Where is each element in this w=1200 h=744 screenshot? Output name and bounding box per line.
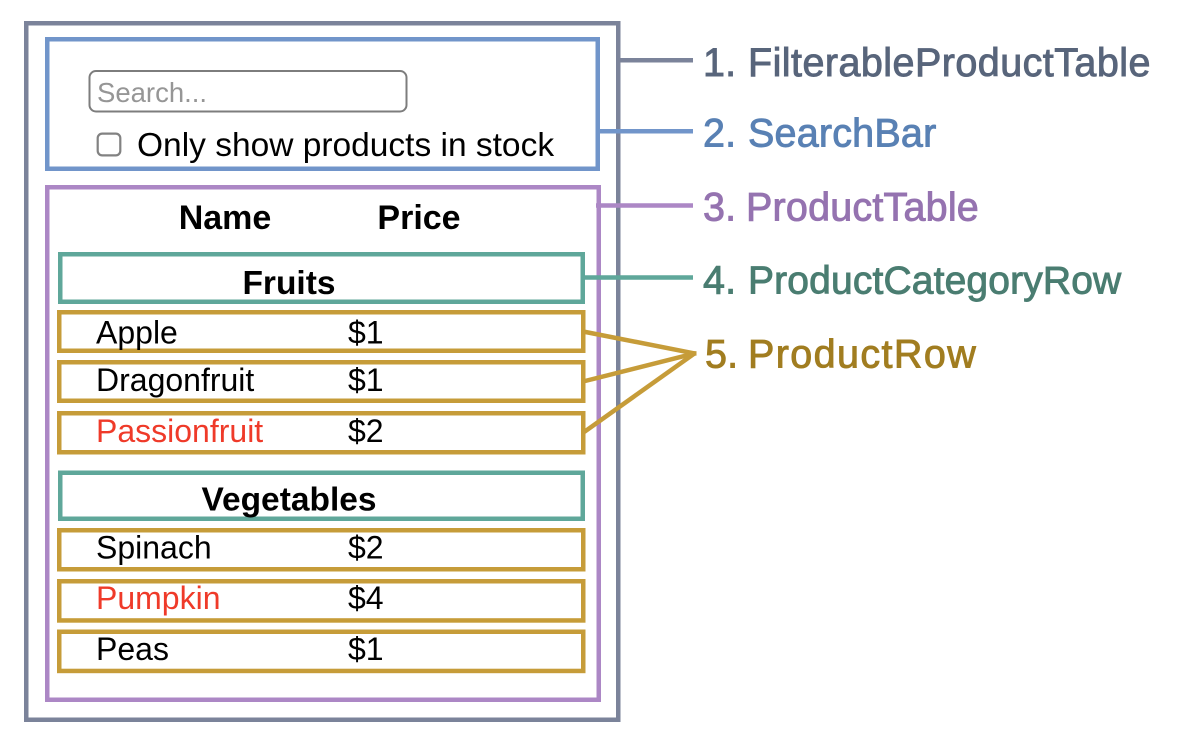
svg-text:$2: $2 xyxy=(348,413,384,449)
svg-text:Fruits: Fruits xyxy=(242,265,335,302)
svg-text:$1: $1 xyxy=(348,362,384,398)
svg-text:$4: $4 xyxy=(348,580,384,616)
svg-text:$2: $2 xyxy=(348,530,384,566)
svg-text:ProductRow: ProductRow xyxy=(748,333,977,377)
svg-text:ProductTable: ProductTable xyxy=(746,186,979,230)
svg-text:FilterableProductTable: FilterableProductTable xyxy=(748,41,1151,85)
svg-text:Apple: Apple xyxy=(96,315,178,351)
svg-text:Vegetables: Vegetables xyxy=(201,482,376,519)
svg-text:Dragonfruit: Dragonfruit xyxy=(96,362,254,398)
svg-text:1.: 1. xyxy=(703,41,736,85)
svg-text:2.: 2. xyxy=(703,112,736,156)
svg-text:Passionfruit: Passionfruit xyxy=(96,413,263,449)
svg-text:3.: 3. xyxy=(703,186,736,230)
svg-text:Pumpkin: Pumpkin xyxy=(96,580,221,616)
svg-text:Spinach: Spinach xyxy=(96,530,212,566)
svg-text:5.: 5. xyxy=(705,333,738,377)
svg-text:SearchBar: SearchBar xyxy=(748,112,936,156)
svg-text:$1: $1 xyxy=(348,315,384,351)
svg-text:Only show products in stock: Only show products in stock xyxy=(137,127,554,164)
svg-text:Peas: Peas xyxy=(96,631,169,667)
svg-text:ProductCategoryRow: ProductCategoryRow xyxy=(748,260,1122,303)
svg-text:Name: Name xyxy=(179,199,272,237)
svg-text:4.: 4. xyxy=(703,259,736,303)
svg-text:Price: Price xyxy=(377,199,460,237)
svg-text:Search...: Search... xyxy=(97,77,207,108)
svg-text:$1: $1 xyxy=(348,631,384,667)
